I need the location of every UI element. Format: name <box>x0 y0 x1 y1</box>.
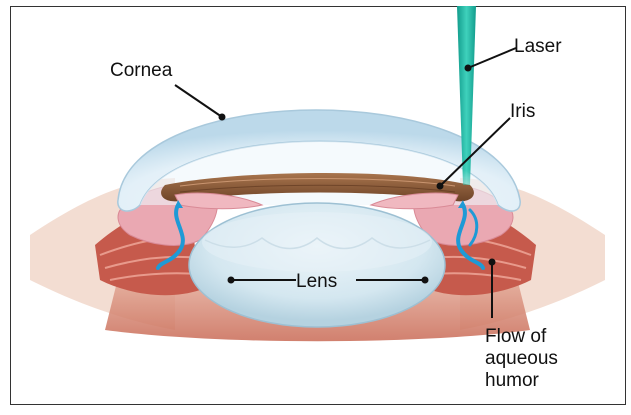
cornea-label: Cornea <box>110 60 173 81</box>
flow-label-line2: aqueous <box>485 348 558 369</box>
flow-leader-dot <box>489 259 496 266</box>
laser-label: Laser <box>514 36 562 57</box>
laser-leader-dot <box>465 65 472 72</box>
iris-leader-dot <box>437 183 444 190</box>
flow-label-line1: Flow of <box>485 326 547 347</box>
lens-highlight <box>202 212 432 272</box>
flow-label-line3: humor <box>485 370 540 391</box>
lens-label: Lens <box>296 271 337 292</box>
lens-leader-left-dot <box>228 277 235 284</box>
lens-leader-right-dot <box>422 277 429 284</box>
iris-label: Iris <box>510 101 535 122</box>
cornea-leader-dot <box>219 114 226 121</box>
